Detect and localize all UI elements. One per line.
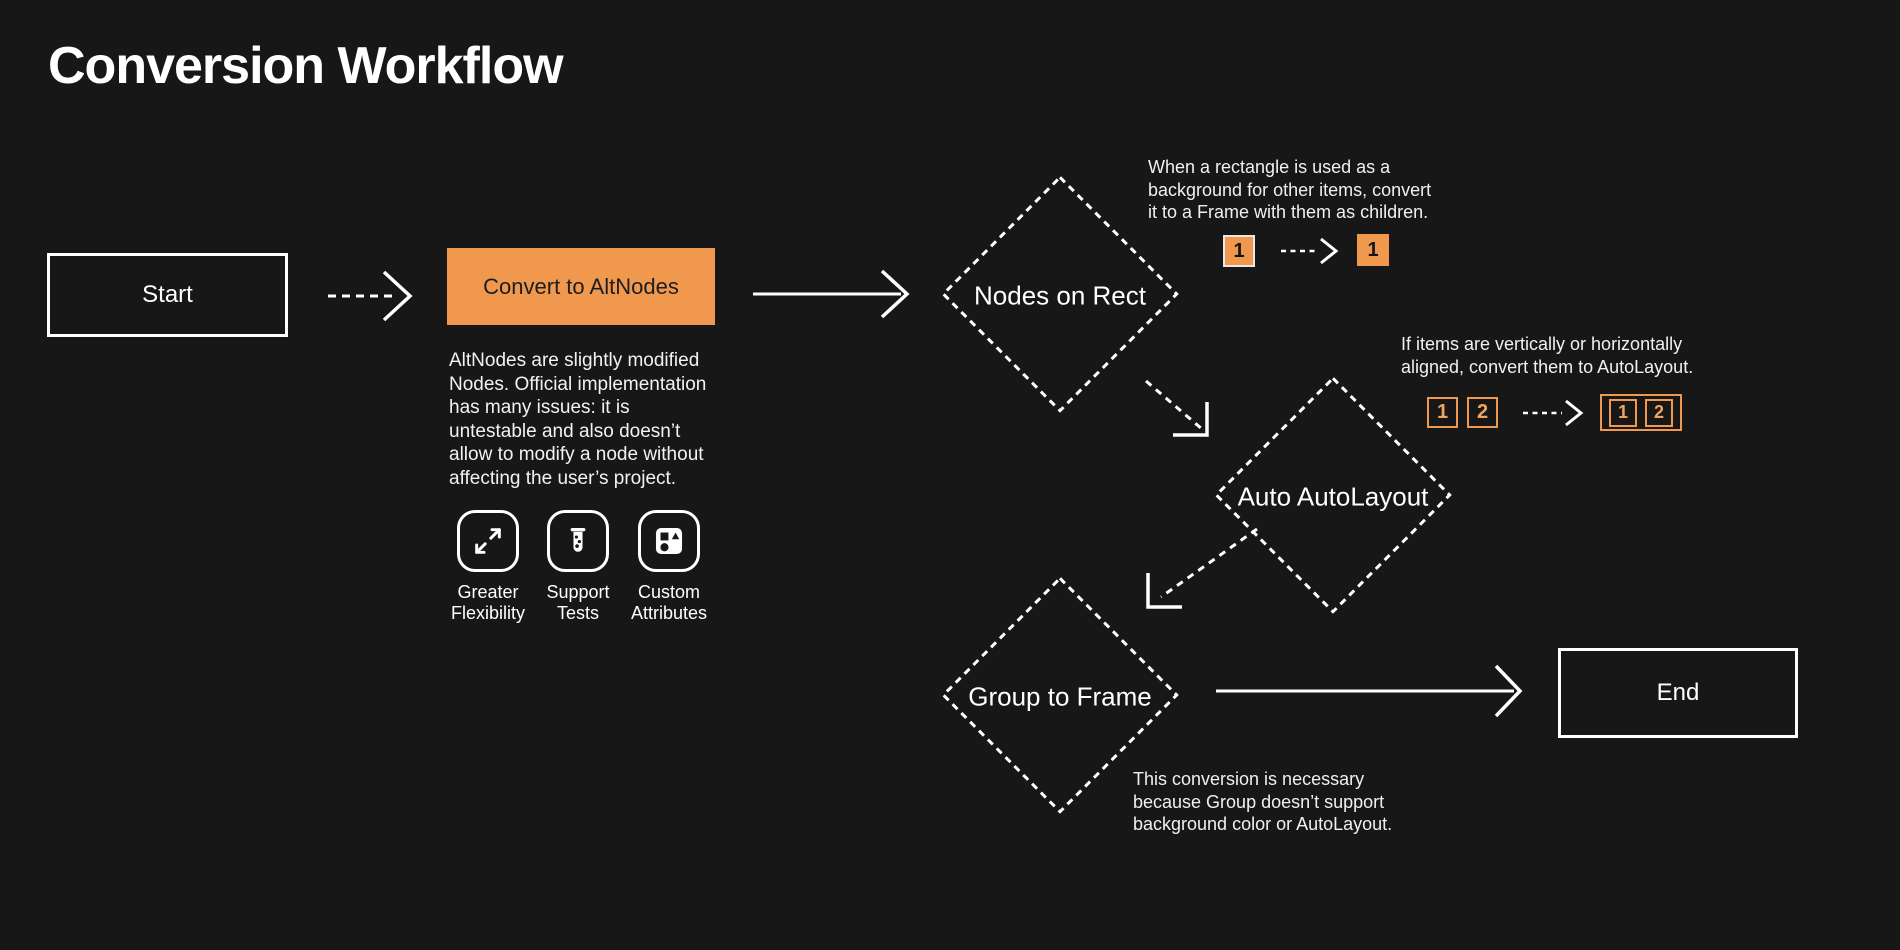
autolayout-group-box: 1 2 xyxy=(1600,394,1682,431)
auto-example-arrow xyxy=(1523,399,1584,427)
rect-example-before: 1 xyxy=(1223,235,1255,267)
expand-diagonal-icon xyxy=(457,510,519,572)
convert-node-label: Convert to AltNodes xyxy=(483,273,679,299)
start-node-label: Start xyxy=(142,281,193,308)
convert-to-altnodes-node: Convert to AltNodes xyxy=(447,248,715,325)
convert-to-nodes-arrow xyxy=(753,269,910,319)
item-1-box: 1 xyxy=(1609,398,1637,427)
rect-example-arrow xyxy=(1281,237,1339,265)
end-node: End xyxy=(1558,648,1798,738)
nodes-on-rect-label: Nodes on Rect xyxy=(974,280,1146,311)
auto-autolayout-label: Auto AutoLayout xyxy=(1237,481,1429,512)
group-to-frame-label: Group to Frame xyxy=(968,681,1152,712)
feature-support-tests: Support Tests xyxy=(530,510,626,624)
start-node: Start xyxy=(47,253,288,337)
group-to-end-arrow xyxy=(1216,664,1523,718)
item-1-box: 1 xyxy=(1427,397,1458,428)
item-2-box: 2 xyxy=(1467,397,1498,428)
test-tube-icon xyxy=(547,510,609,572)
nodes-to-auto-arrow xyxy=(1145,379,1209,437)
altnodes-description: AltNodes are slightly modified Nodes. Of… xyxy=(449,350,707,489)
feature-label: Custom Attributes xyxy=(630,582,708,623)
auto-to-group-arrow xyxy=(1146,527,1258,609)
end-node-label: End xyxy=(1656,679,1700,706)
feature-label: Support Tests xyxy=(546,582,610,623)
shapes-icon xyxy=(638,510,700,572)
auto-autolayout-note: If items are vertically or horizontally … xyxy=(1401,334,1694,377)
item-2-box: 2 xyxy=(1645,398,1673,427)
group-to-frame-note: This conversion is necessary because Gro… xyxy=(1133,769,1393,834)
frame-example-after: 1 xyxy=(1357,234,1389,266)
feature-custom-attributes: Custom Attributes xyxy=(621,510,717,624)
start-to-convert-arrow xyxy=(328,270,413,322)
nodes-on-rect-note: When a rectangle is used as a background… xyxy=(1148,157,1432,222)
feature-label: Greater Flexibility xyxy=(450,582,525,623)
feature-greater-flexibility: Greater Flexibility xyxy=(440,510,536,624)
page-title: Conversion Workflow xyxy=(48,37,564,95)
